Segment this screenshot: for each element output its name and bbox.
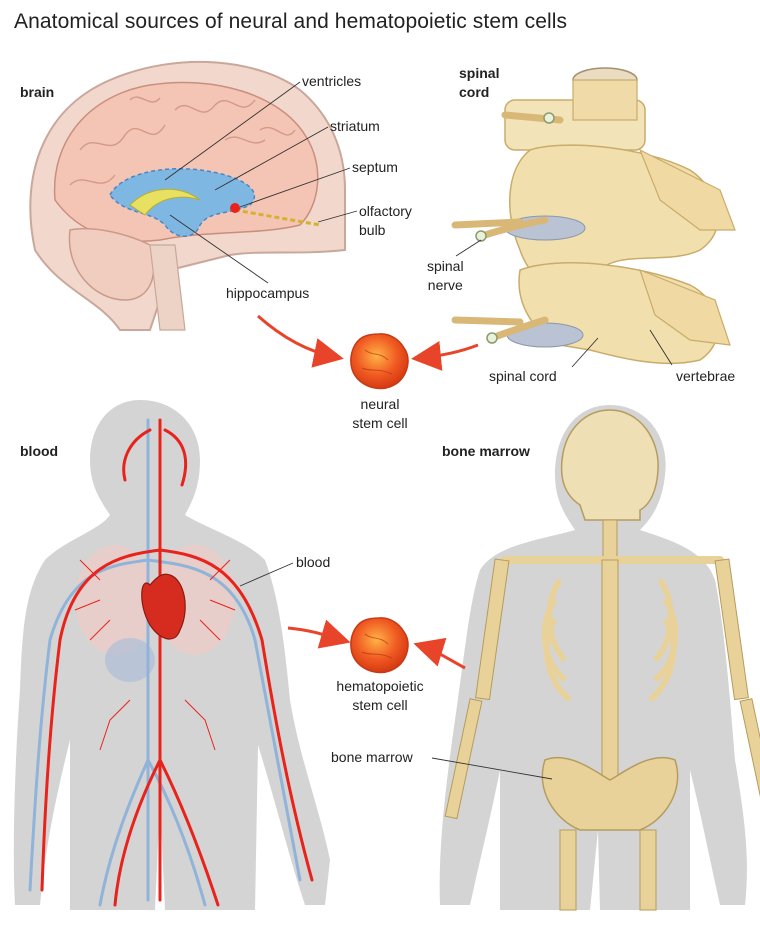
label-olfactory-bulb: olfactory bulb <box>359 202 412 240</box>
section-label-spinal-cord: spinal cord <box>459 64 499 102</box>
section-label-bone-marrow: bone marrow <box>442 443 530 459</box>
hematopoietic-stem-cell-caption: hematopoietic stem cell <box>320 677 440 715</box>
label-olfactory-bulb-line2: bulb <box>359 222 386 238</box>
spine-illustration <box>451 67 736 368</box>
label-spinal-nerve-line2: nerve <box>427 277 463 293</box>
neural-stem-cell-icon <box>350 333 409 390</box>
neural-stem-cell-caption-line1: neural <box>360 396 400 412</box>
label-bone-marrow: bone marrow <box>331 749 413 765</box>
skeleton-to-cell-arrow <box>413 637 466 670</box>
section-label-spinal-cord-line1: spinal <box>459 65 500 81</box>
heart-icon <box>141 573 186 640</box>
hematopoietic-stem-cell-caption-line2: stem cell <box>352 697 408 713</box>
label-ventricles: ventricles <box>302 73 362 89</box>
spine-to-cell-arrow <box>411 340 479 371</box>
neural-stem-cell-caption: neural stem cell <box>330 395 430 433</box>
brain-to-cell-arrow <box>257 314 344 368</box>
label-spinal-cord: spinal cord <box>489 368 557 384</box>
label-olfactory-bulb-line1: olfactory <box>359 203 412 219</box>
hematopoietic-stem-cell-icon <box>350 617 409 674</box>
hematopoietic-stem-cell-group <box>287 617 466 674</box>
brain-illustration <box>29 60 358 331</box>
label-striatum: striatum <box>330 118 380 134</box>
page-title: Anatomical sources of neural and hematop… <box>14 10 568 33</box>
neural-stem-cell-caption-line2: stem cell <box>352 415 408 431</box>
blood-to-cell-arrow <box>287 619 351 649</box>
skeleton-illustration <box>431 405 760 911</box>
neural-stem-cell-group <box>257 314 479 390</box>
label-spinal-nerve: spinal nerve <box>427 257 464 295</box>
section-label-brain: brain <box>20 84 55 100</box>
circulatory-system-illustration <box>13 400 330 910</box>
label-septum: septum <box>352 159 398 175</box>
pelvis-icon <box>541 757 679 831</box>
section-label-blood: blood <box>20 443 59 459</box>
hematopoietic-stem-cell-caption-line1: hematopoietic <box>336 678 424 694</box>
label-hippocampus: hippocampus <box>226 285 310 301</box>
label-spinal-nerve-line1: spinal <box>427 258 464 274</box>
label-vertebrae: vertebrae <box>676 368 736 384</box>
section-label-spinal-cord-line2: cord <box>459 84 490 100</box>
label-blood: blood <box>296 554 331 570</box>
